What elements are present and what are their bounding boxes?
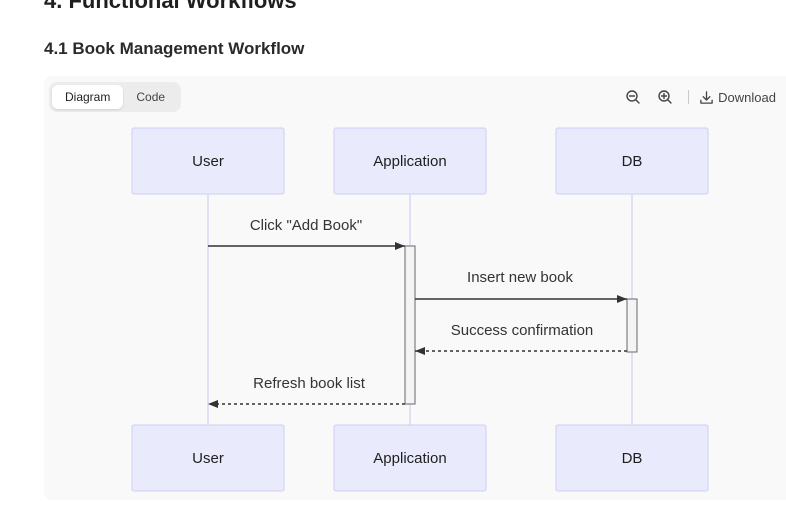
actor-label: User (192, 450, 224, 467)
download-label: Download (718, 89, 776, 105)
subsection-heading: 4.1 Book Management Workflow (44, 39, 305, 58)
toolbar-divider (688, 90, 690, 104)
section-heading: 4. Functional Workflows (44, 0, 297, 13)
message-label: Click "Add Book" (250, 217, 362, 234)
activation-application (404, 245, 416, 405)
actor-label: DB (622, 450, 643, 467)
diagram-panel: Diagram Code Download (44, 76, 786, 500)
actor-db-top: DB (555, 127, 709, 195)
activation-db (626, 298, 638, 353)
download-icon (700, 90, 713, 104)
actor-user-top: User (131, 127, 285, 195)
actor-label: Application (373, 153, 446, 170)
tab-code[interactable]: Code (136, 90, 166, 104)
message-label: Insert new book (467, 269, 573, 286)
zoom-out-icon[interactable] (622, 86, 644, 108)
view-toggle: Diagram Code (49, 82, 182, 112)
diagram-toolbar: Download (612, 86, 776, 108)
actor-label: DB (622, 153, 643, 170)
actor-label: User (192, 153, 224, 170)
download-button[interactable]: Download (699, 90, 776, 105)
sequence-diagram: User Application DB Click "Add Book" Ins… (131, 127, 709, 492)
actor-application-top: Application (333, 127, 487, 195)
actor-label: Application (373, 450, 446, 467)
actor-application-bottom: Application (333, 424, 487, 492)
actor-user-bottom: User (131, 424, 285, 492)
tab-diagram[interactable]: Diagram (52, 85, 124, 109)
message-label: Success confirmation (451, 322, 594, 339)
actor-db-bottom: DB (555, 424, 709, 492)
message-label: Refresh book list (253, 375, 366, 392)
zoom-in-icon[interactable] (654, 86, 676, 108)
